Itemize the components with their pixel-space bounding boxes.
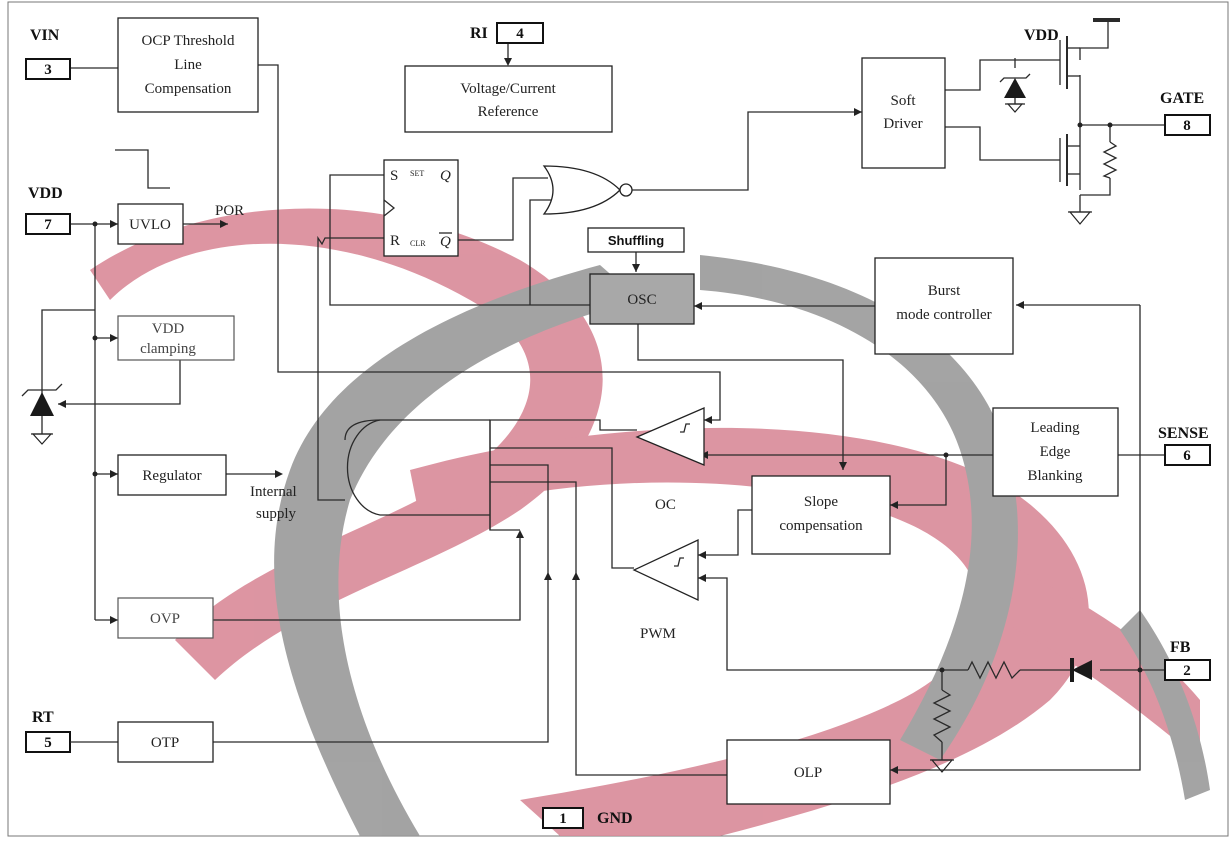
pin-ri: RI 4 xyxy=(470,22,544,44)
block-osc: OSC xyxy=(589,273,695,325)
leb-line-1: Leading xyxy=(1030,420,1080,436)
ff-s-label: S xyxy=(390,168,398,184)
ocp-line-2: Line xyxy=(174,57,202,73)
block-leading-edge-blanking: Leading Edge Blanking xyxy=(992,407,1119,497)
olp-label: OLP xyxy=(794,765,822,781)
watermark-red-swoosh-1 xyxy=(90,208,603,680)
mosfet-high-side xyxy=(1000,36,1080,89)
block-burst-mode-controller: Burst mode controller xyxy=(874,257,1014,355)
regulator-label: Regulator xyxy=(142,468,201,484)
vref-line-2: Reference xyxy=(478,104,539,120)
block-regulator: Regulator xyxy=(117,454,227,496)
or-gate xyxy=(344,419,491,530)
pin-sense: SENSE 6 xyxy=(1158,425,1211,466)
ocp-line-3: Compensation xyxy=(145,81,232,97)
slope-line-1: Slope xyxy=(804,494,839,510)
pin-sense-number: 6 xyxy=(1183,448,1191,464)
watermark-gray-swoosh-2 xyxy=(700,255,1018,760)
pin-vin-label: VIN xyxy=(30,27,60,44)
pin-vin: VIN 3 xyxy=(25,27,71,80)
block-voltage-current-reference: Voltage/Current Reference xyxy=(404,65,613,133)
pin-rt: RT 5 xyxy=(25,709,71,753)
fb-series-resistor xyxy=(967,660,1021,680)
zener-diode-vdd xyxy=(21,383,63,445)
pwm-comparator: PWM xyxy=(632,538,699,642)
osc-label: OSC xyxy=(627,292,656,308)
pin-fb-number: 2 xyxy=(1183,663,1191,679)
pin-gnd: 1 GND xyxy=(542,807,633,829)
block-soft-driver: Soft Driver xyxy=(861,57,946,169)
pin-ri-number: 4 xyxy=(516,26,524,42)
pin-vdd: VDD 7 xyxy=(25,185,71,235)
arrowheads xyxy=(58,58,1024,774)
pin-sense-label: SENSE xyxy=(1158,425,1209,442)
leb-line-3: Blanking xyxy=(1028,468,1083,484)
pin-fb: FB 2 xyxy=(1164,639,1211,681)
leb-line-2: Edge xyxy=(1040,444,1071,460)
zener-diode-driver xyxy=(999,73,1031,113)
block-shuffling: Shuffling xyxy=(587,227,685,253)
otp-label: OTP xyxy=(151,735,179,751)
ff-qbar-label: Q xyxy=(440,234,451,250)
burst-line-2: mode controller xyxy=(896,307,991,323)
ff-clr-label: CLR xyxy=(410,239,426,248)
block-slope-compensation: Slope compensation xyxy=(751,475,891,555)
block-vdd-clamping: VDD clamping xyxy=(117,315,235,361)
pin-gnd-label: GND xyxy=(597,810,633,827)
pin-ri-label: RI xyxy=(470,25,488,42)
pin-rt-number: 5 xyxy=(44,735,52,751)
fb-shunt-resistor xyxy=(930,689,954,773)
nor-gate xyxy=(542,165,633,215)
oc-label: OC xyxy=(655,497,676,513)
watermark-gray-swoosh-3 xyxy=(1120,610,1210,800)
ground-symbol-driver xyxy=(1068,211,1092,225)
pin-vdd-number: 7 xyxy=(44,217,52,233)
shuffling-label: Shuffling xyxy=(608,233,664,248)
ff-set-label: SET xyxy=(410,169,424,178)
internal-supply-line-2: supply xyxy=(256,506,297,522)
block-otp: OTP xyxy=(117,721,214,763)
pin-gate: GATE 8 xyxy=(1160,90,1211,136)
block-uvlo: UVLO xyxy=(117,203,184,245)
pin-gnd-number: 1 xyxy=(559,811,567,827)
por-label: POR xyxy=(215,203,244,219)
pin-vdd-label: VDD xyxy=(28,185,63,202)
fb-diode xyxy=(1070,658,1092,682)
watermark-logo xyxy=(90,208,1210,836)
pin-vin-number: 3 xyxy=(44,62,52,78)
pin-rt-label: RT xyxy=(32,709,54,726)
internal-supply-line-1: Internal xyxy=(250,484,297,500)
pin-gate-number: 8 xyxy=(1183,118,1191,134)
pwm-label: PWM xyxy=(640,626,676,642)
gate-pulldown-resistor xyxy=(1102,141,1118,179)
pin-fb-label: FB xyxy=(1170,639,1191,656)
vdd-clamping-line-2: clamping xyxy=(140,341,196,357)
slope-line-2: compensation xyxy=(779,518,863,534)
wires xyxy=(41,18,1165,776)
block-ocp-threshold: OCP Threshold Line Compensation xyxy=(117,17,259,113)
sr-flip-flop: S SET Q R CLR Q xyxy=(383,159,459,257)
watermark-gray-swoosh-1 xyxy=(274,265,640,836)
soft-driver-line-1: Soft xyxy=(890,93,916,109)
burst-line-1: Burst xyxy=(928,283,961,299)
oc-comparator: OC xyxy=(635,407,705,513)
block-olp: OLP xyxy=(726,739,891,805)
block-ovp: OVP xyxy=(117,597,214,639)
junction-dots xyxy=(92,122,1143,673)
pin-gate-label: GATE xyxy=(1160,90,1204,107)
ff-r-label: R xyxy=(390,233,400,249)
soft-driver-line-2: Driver xyxy=(883,116,922,132)
vref-line-1: Voltage/Current xyxy=(460,81,556,97)
ff-q-label: Q xyxy=(440,168,451,184)
ovp-label: OVP xyxy=(150,611,180,627)
uvlo-label: UVLO xyxy=(129,217,171,233)
vdd-clamping-line-1: VDD xyxy=(152,321,185,337)
ocp-line-1: OCP Threshold xyxy=(142,33,235,49)
mosfet-low-side xyxy=(1000,134,1080,186)
watermark-red-swoosh-3 xyxy=(980,560,1200,760)
vdd-top-label: VDD xyxy=(1024,27,1059,44)
